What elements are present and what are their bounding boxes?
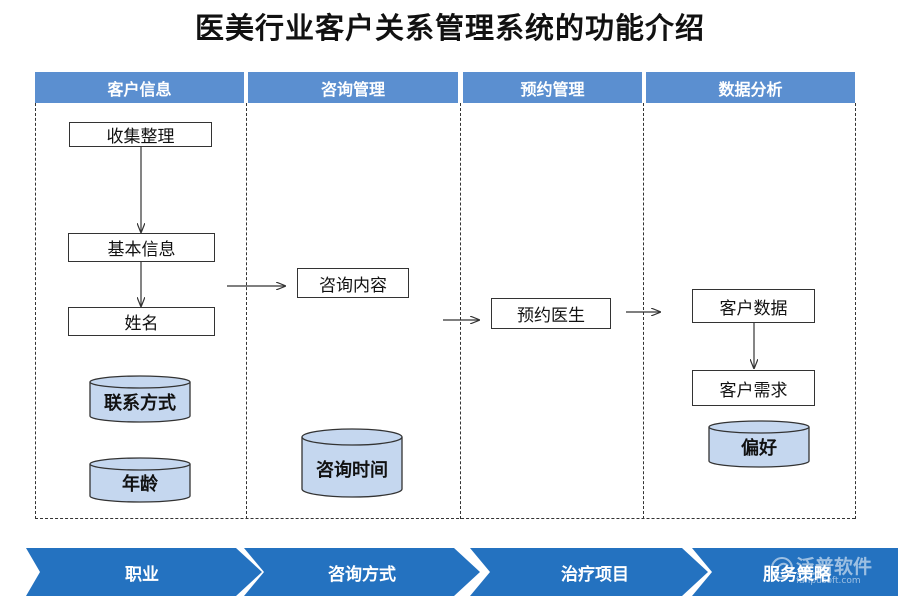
lane-divider [35, 103, 36, 519]
step-label: 咨询方式 [328, 564, 396, 585]
consult-time-label: 咨询时间 [316, 460, 388, 481]
watermark-logo: 泛普软件 fanpusoft.com [770, 552, 892, 592]
chevron-step-service-strategy: 服务策略 [692, 548, 898, 596]
consult-content-box: 咨询内容 [297, 268, 409, 298]
chevron-step-occupation: 职业 [26, 548, 262, 596]
customer-data-box: 客户数据 [692, 289, 815, 323]
age-label: 年龄 [122, 474, 158, 495]
chevron-step-consult-method: 咨询方式 [244, 548, 480, 596]
preference-cylinder: 偏好 [708, 420, 810, 468]
preference-label: 偏好 [741, 438, 777, 459]
lane-bottom-border [35, 518, 855, 519]
lane-divider [855, 103, 856, 519]
page-title: 医美行业客户关系管理系统的功能介绍 [194, 11, 705, 45]
watermark-subtext: fanpusoft.com [796, 576, 861, 586]
step-label: 治疗项目 [561, 564, 629, 585]
consult-time-cylinder: 咨询时间 [301, 428, 403, 498]
lane-divider [643, 103, 644, 519]
age-cylinder: 年龄 [89, 457, 191, 503]
step-label: 职业 [125, 564, 159, 585]
step-label: 服务策略 [763, 564, 831, 585]
book-doctor-box: 预约医生 [491, 298, 611, 329]
customer-needs-box: 客户需求 [692, 370, 815, 406]
column-header-customer-info: 客户信息 [35, 72, 244, 103]
contact-label: 联系方式 [104, 393, 176, 414]
chevron-step-treatment: 治疗项目 [470, 548, 708, 596]
column-header-data-analysis: 数据分析 [646, 72, 855, 103]
basic-info-box: 基本信息 [68, 233, 215, 262]
lane-divider [246, 103, 247, 519]
lane-divider [460, 103, 461, 519]
logo-icon [771, 557, 793, 579]
watermark-text: 泛普软件 [796, 556, 873, 578]
column-header-appointment: 预约管理 [463, 72, 642, 103]
contact-cylinder: 联系方式 [89, 375, 191, 423]
collect-organize-box: 收集整理 [69, 122, 212, 147]
column-header-consulting: 咨询管理 [248, 72, 458, 103]
name-box: 姓名 [68, 307, 215, 336]
